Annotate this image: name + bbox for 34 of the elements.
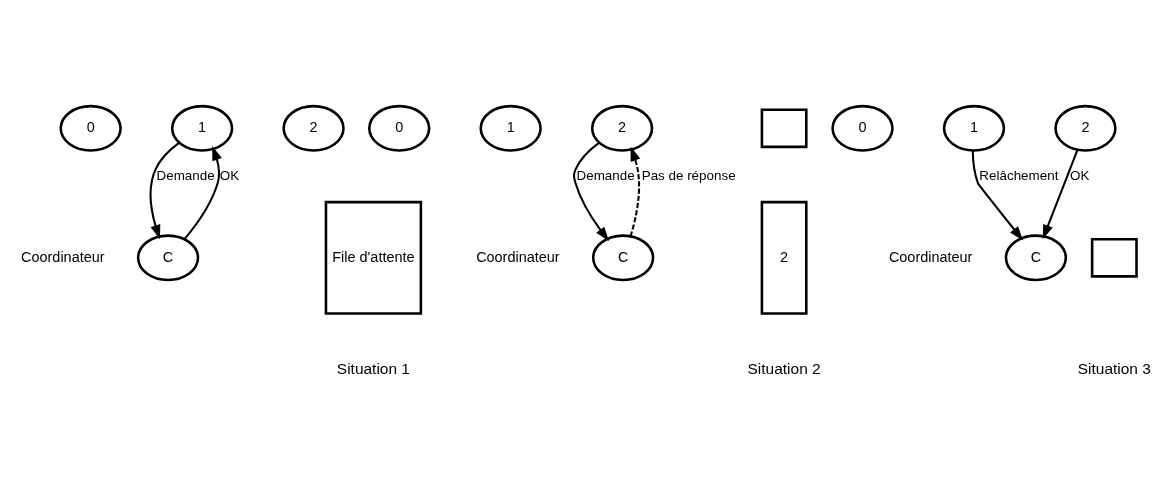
node-box: File d'attente: [324, 200, 423, 315]
arrow: [971, 150, 1024, 241]
node-box: 2: [760, 200, 808, 315]
arrow: [1042, 148, 1079, 239]
node-label: Coordinateur: [21, 248, 105, 265]
node-ellipse: 2: [282, 104, 345, 152]
node-ellipse: 1: [170, 104, 234, 152]
label: Situation 3: [1077, 359, 1151, 377]
node-ellipse: 1: [942, 104, 1006, 152]
arrow: [149, 141, 180, 239]
node-box: [760, 107, 808, 148]
edge-label: Demande: [156, 167, 215, 183]
label: Situation 2: [747, 359, 821, 377]
arrow: [629, 146, 641, 236]
node-ellipse: 0: [368, 104, 431, 152]
edge-label: OK: [219, 167, 240, 183]
arrow: [573, 141, 610, 241]
edge-label: OK: [1070, 167, 1090, 183]
node-label: Coordinateur: [888, 248, 973, 265]
node-ellipse: C: [591, 233, 655, 281]
node-ellipse: C: [1004, 233, 1068, 281]
node-ellipse: 2: [590, 104, 654, 152]
edge-label: Pas de réponse: [641, 167, 736, 183]
node-ellipse: C: [136, 233, 200, 281]
node-ellipse: 1: [479, 104, 542, 152]
label: Situation 1: [336, 359, 410, 377]
node-ellipse: 0: [59, 104, 122, 152]
node-box: [1090, 237, 1138, 278]
arrow: [183, 145, 222, 240]
node-ellipse: 2: [1054, 104, 1117, 152]
node-ellipse: 0: [831, 104, 894, 152]
edge-label: Relâchement: [979, 167, 1059, 183]
node-label: Coordinateur: [476, 248, 560, 265]
edge-label: Demande: [576, 167, 635, 183]
